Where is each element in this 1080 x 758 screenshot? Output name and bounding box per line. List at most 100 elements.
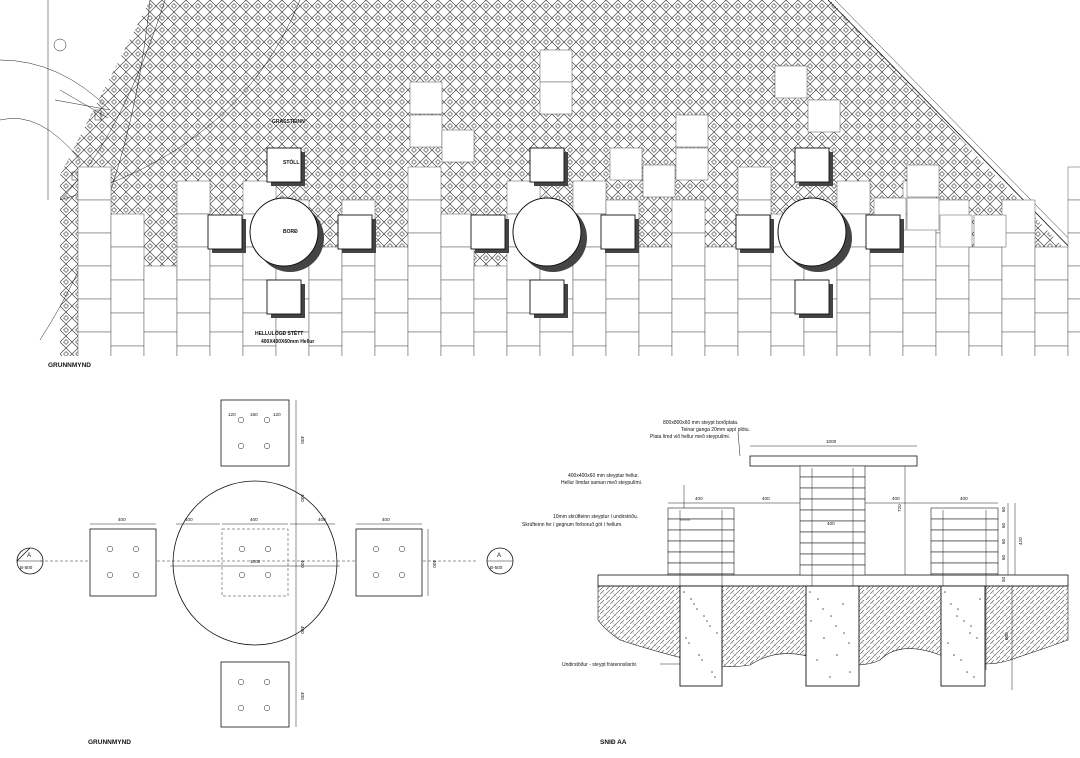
bolt-hole	[237, 416, 245, 424]
note-pav-1: 400x400x60 mm steyptar hellur.	[568, 473, 639, 479]
dim-stool-left: 400	[118, 517, 126, 522]
concrete-aggregate	[829, 676, 831, 678]
paver-tile	[572, 345, 607, 356]
foundation-pipe	[805, 585, 860, 687]
paver-tile	[440, 246, 475, 281]
paver-tile	[737, 331, 772, 356]
paver-tile-loose	[642, 164, 676, 198]
dim-gap-left: 400	[185, 517, 193, 522]
paver-tile	[77, 265, 112, 300]
stool	[865, 214, 901, 250]
dim-v-gap2: 400	[300, 626, 305, 634]
paver-tile	[143, 298, 178, 333]
section-table-pedestal	[799, 465, 866, 670]
paver-tile	[704, 279, 739, 314]
section-dim-paver-c: 60	[1001, 538, 1006, 544]
section-layer	[667, 562, 735, 575]
bolt-hole	[106, 571, 114, 579]
bolt-hole	[238, 545, 246, 553]
section-dim-found: 800	[1004, 632, 1009, 640]
paver-tile	[968, 345, 1003, 356]
site-plan-title: GRUNNMYND	[48, 362, 91, 369]
paver-tile	[704, 246, 739, 281]
paver-tile	[638, 246, 673, 281]
paver-tile	[704, 312, 739, 347]
dim-table-dia: 1000	[250, 559, 261, 564]
bolt-hole	[264, 545, 272, 553]
concrete-aggregate	[716, 632, 718, 634]
label-paving-spec: 400X400X60mm Hellur	[261, 339, 314, 345]
concrete-aggregate	[830, 615, 832, 617]
paver-tile	[440, 279, 475, 314]
paver-tile	[1067, 331, 1080, 356]
concrete-aggregate	[683, 591, 685, 593]
bolt-hole	[372, 545, 380, 553]
paver-tile	[704, 345, 739, 356]
stool	[600, 214, 636, 250]
paver-tile	[110, 345, 145, 356]
paver-tile	[209, 331, 244, 356]
section-layer	[799, 542, 866, 555]
paver-tile	[308, 279, 343, 314]
paver-tile	[209, 298, 244, 333]
stool	[470, 214, 506, 250]
bolt-hole	[237, 678, 245, 686]
concrete-aggregate	[810, 620, 812, 622]
paver-tile	[473, 331, 508, 356]
table-set-group	[207, 147, 904, 318]
paver-tile	[407, 331, 442, 356]
concrete-aggregate	[957, 608, 959, 610]
paver-tile-loose	[441, 129, 475, 163]
section-layer	[799, 465, 866, 478]
paver-tile	[77, 166, 112, 201]
concrete-aggregate	[701, 659, 703, 661]
section-layer	[667, 551, 735, 564]
concrete-aggregate	[693, 603, 695, 605]
paver-tile	[176, 345, 211, 356]
dim-bolt-c: 120	[273, 412, 281, 417]
table-top	[249, 197, 319, 267]
dim-bolt-a: 120	[228, 412, 236, 417]
concrete-aggregate	[848, 642, 850, 644]
paver-tile	[737, 265, 772, 300]
table-pedestal-outline	[221, 528, 289, 597]
dim-bolt-b: 160	[250, 412, 258, 417]
concrete-aggregate	[698, 654, 700, 656]
concrete-aggregate	[822, 608, 824, 610]
paver-tile	[440, 213, 475, 248]
paver-tile	[605, 298, 640, 333]
concrete-aggregate	[966, 671, 968, 673]
note-top-2: Teinar ganga 20mm uppí plötu.	[681, 427, 750, 433]
paver-tile	[341, 298, 376, 333]
paver-tile-loose	[609, 147, 643, 181]
section-layer	[930, 573, 999, 576]
paver-tile	[539, 331, 574, 356]
stool-right	[355, 528, 423, 597]
table-set	[470, 147, 639, 318]
section-dim-height: 720	[897, 504, 902, 512]
paver-tile-loose	[906, 164, 940, 198]
stool	[794, 147, 830, 183]
dim-stool-right: 400	[382, 517, 390, 522]
paver-tile	[407, 199, 442, 234]
label-bord: BORÐ	[283, 229, 298, 235]
stool	[207, 214, 243, 250]
paver-tile	[803, 331, 838, 356]
svg-text:B-500: B-500	[490, 565, 503, 570]
section-dim-paver-d: 60	[1001, 554, 1006, 560]
concrete-aggregate	[835, 625, 837, 627]
section-layer	[799, 498, 866, 511]
concrete-aggregate	[809, 591, 811, 593]
stool-bottom	[220, 661, 290, 728]
paver-tile-loose	[675, 114, 709, 148]
section-layer	[930, 518, 999, 531]
concrete-aggregate	[709, 625, 711, 627]
paver-tile	[1067, 199, 1080, 234]
bolt-hole	[237, 442, 245, 450]
paver-tile	[242, 345, 277, 356]
bolt-hole	[372, 571, 380, 579]
stool-top	[220, 399, 290, 467]
section-layer	[667, 540, 735, 553]
paver-tile	[935, 298, 970, 333]
paver-tile	[1067, 265, 1080, 300]
